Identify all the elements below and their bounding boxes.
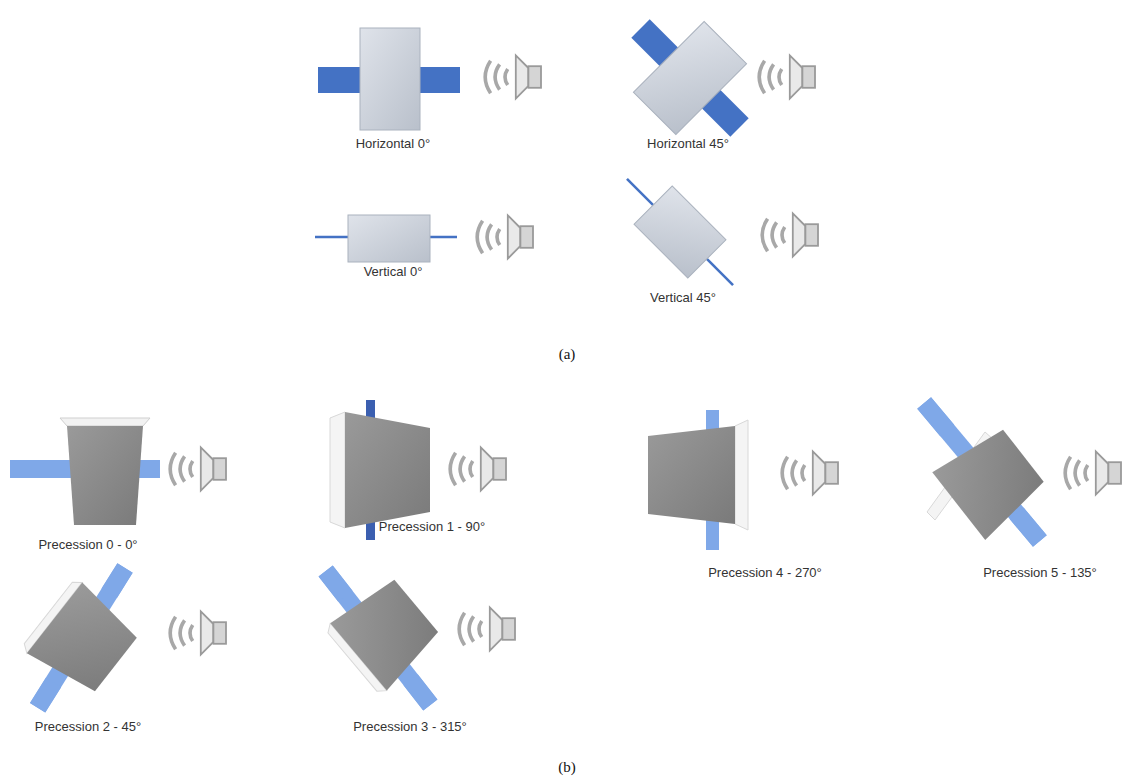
sample-caption: Precession 4 - 270° xyxy=(708,565,822,581)
sub-figure-label: (b) xyxy=(558,758,576,776)
precession-4-sample xyxy=(648,410,838,550)
sample-caption: Vertical 45° xyxy=(650,290,716,306)
precession-2-sample xyxy=(21,563,226,712)
horizontal-45-sample xyxy=(605,0,815,163)
sample-caption: Vertical 0° xyxy=(364,264,423,280)
sample-caption: Horizontal 0° xyxy=(356,136,431,152)
sample-caption: Horizontal 45° xyxy=(647,136,729,152)
sample-caption: Precession 1 - 90° xyxy=(379,519,485,535)
precession-3-sample xyxy=(319,565,515,710)
horizontal-0-sample xyxy=(318,28,541,130)
sub-figure-label: (a) xyxy=(559,345,576,363)
sample-caption: Precession 3 - 315° xyxy=(353,719,467,735)
vertical-45-sample xyxy=(608,160,818,304)
precession-5-sample xyxy=(917,397,1121,546)
precession-1-sample xyxy=(330,400,506,540)
vertical-0-sample xyxy=(315,215,533,262)
precession-0-sample xyxy=(10,418,226,525)
sample-caption: Precession 5 - 135° xyxy=(983,565,1097,581)
sample-caption: Precession 2 - 45° xyxy=(35,719,141,735)
sample-caption: Precession 0 - 0° xyxy=(38,537,137,553)
